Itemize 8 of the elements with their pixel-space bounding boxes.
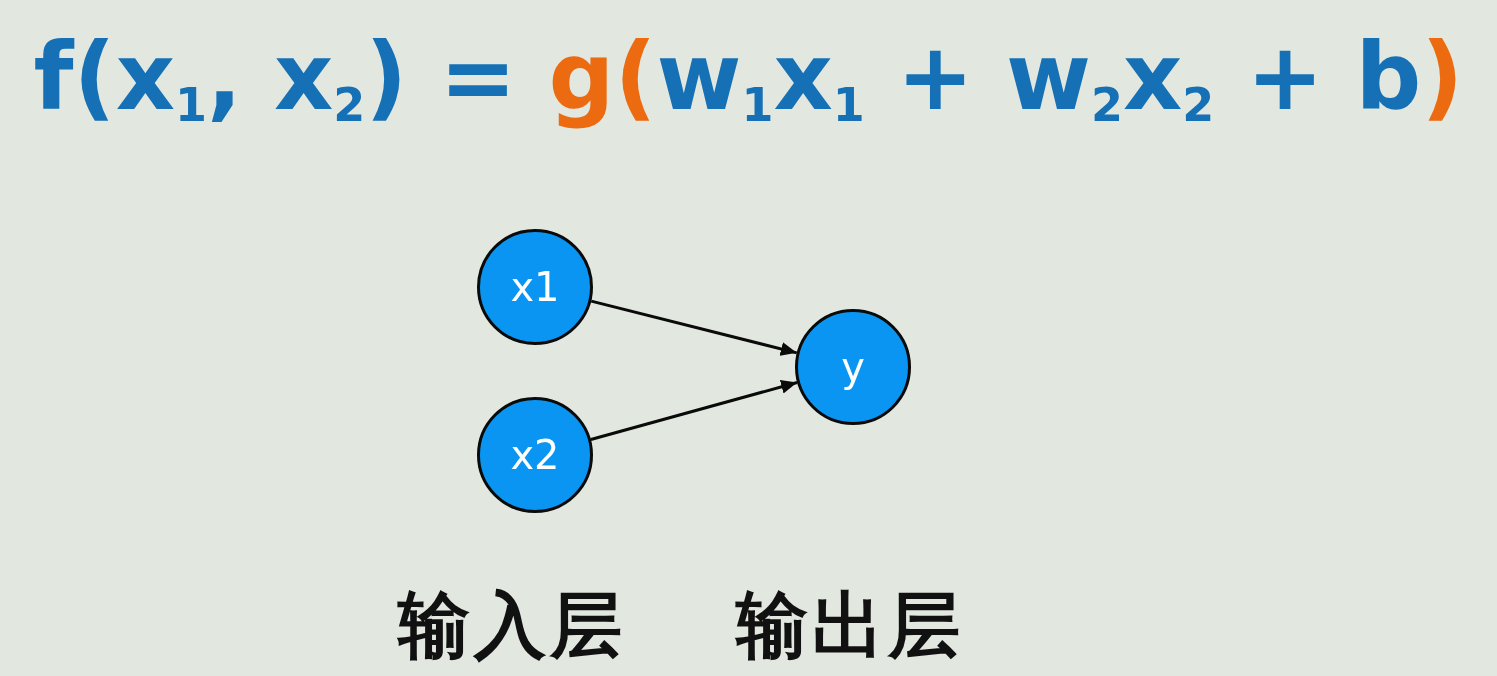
layer-label: 输出层 bbox=[736, 586, 964, 666]
layer-label: 输入层 bbox=[398, 586, 626, 666]
arrow bbox=[590, 299, 798, 356]
node-label: x2 bbox=[510, 433, 560, 477]
node-label: x1 bbox=[510, 265, 560, 309]
arrow bbox=[590, 380, 798, 441]
formula-title: f(x$_{1}$, x$_{2}$) = g(w$_{1}$x$_{1}$ + w$_{2}$x$_{2}$ + b) bbox=[33, 23, 1464, 134]
node-label: y bbox=[841, 345, 865, 389]
